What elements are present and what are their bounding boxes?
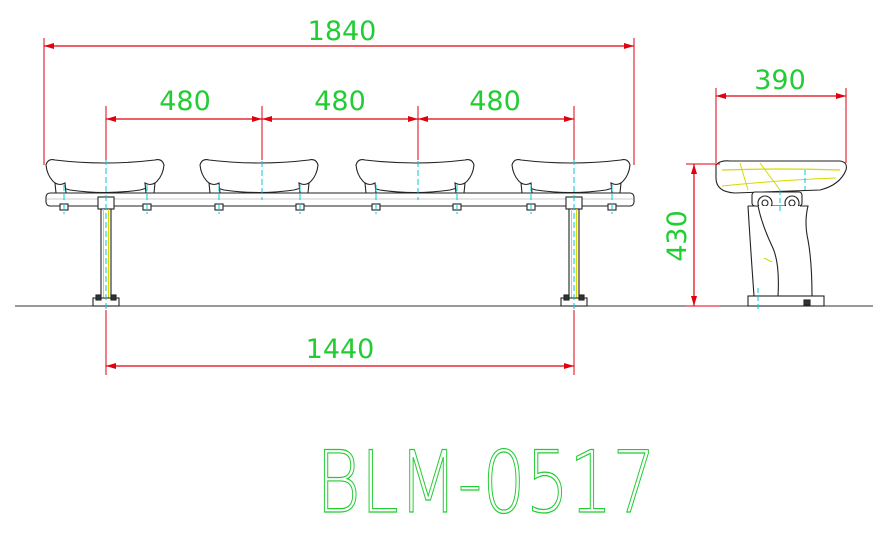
seat-pitch-label-2: 480 — [314, 86, 366, 117]
seat-4 — [511, 159, 631, 194]
dimension-seat-pitch: 480 480 480 — [105, 86, 575, 160]
center-lines — [63, 150, 613, 312]
bench-front-view — [45, 159, 635, 307]
leg-span-label: 1440 — [306, 334, 375, 365]
seat-1 — [45, 159, 165, 194]
side-leg — [748, 205, 813, 297]
dimension-overall: 1840 — [43, 16, 635, 165]
seat-pitch-label-3: 480 — [469, 86, 521, 117]
side-seat — [715, 160, 847, 194]
dimension-leg-span: 1440 — [105, 310, 575, 375]
bench-side-view — [715, 160, 847, 312]
seat-2 — [199, 159, 319, 194]
side-base — [747, 295, 825, 307]
seat-height-label: 430 — [662, 210, 693, 262]
overall-length-label: 1840 — [308, 16, 377, 47]
dimension-seat-depth: 390 — [715, 65, 847, 163]
dimension-seat-height: 430 — [662, 163, 720, 307]
seat-3 — [355, 159, 475, 194]
model-code: BLM-0517 — [316, 433, 656, 533]
seat-depth-label: 390 — [754, 65, 806, 96]
support-beam — [45, 192, 635, 207]
seat-pitch-label-1: 480 — [159, 86, 211, 117]
